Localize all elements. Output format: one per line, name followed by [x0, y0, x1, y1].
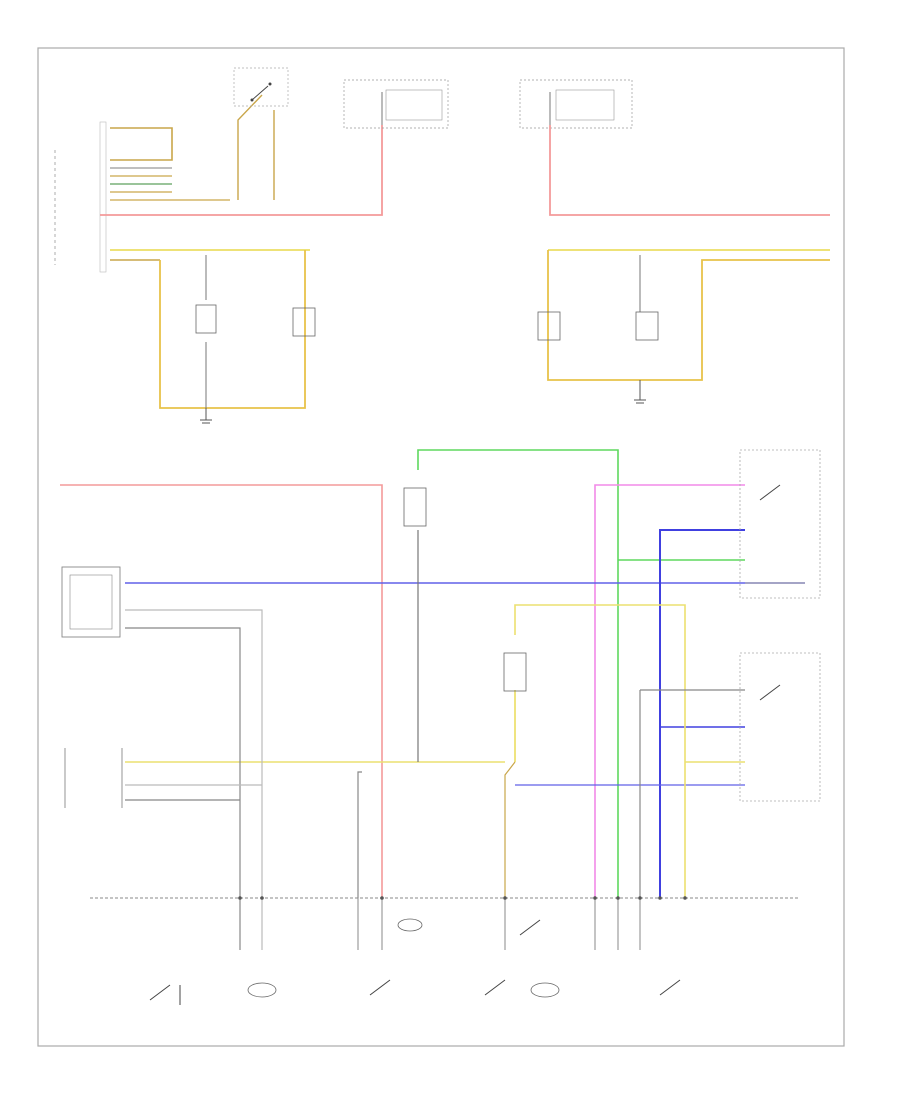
ground-symbol-icon	[634, 380, 646, 404]
wire-red-top-left	[100, 125, 383, 216]
left-switch-box-lower	[64, 748, 123, 808]
center-lamp-box	[403, 487, 427, 527]
fuse-box-right	[519, 79, 633, 129]
bottom-switch-4	[519, 919, 541, 936]
left-switch-box-upper	[61, 566, 121, 638]
diagram-border	[37, 47, 845, 1047]
connector-pin-icon	[238, 896, 687, 900]
wire-yellow	[125, 604, 745, 898]
switch-symbol-icon	[233, 67, 289, 107]
right-switch-box-lower	[739, 652, 821, 802]
wire-red-top-right	[549, 125, 830, 216]
lamp-symbol-icon	[530, 982, 560, 998]
bottom-switch-1	[149, 984, 181, 1005]
bottom-switch-5	[659, 979, 681, 996]
wire-group-upper-left	[110, 94, 275, 201]
lamp-symbol-icon	[397, 918, 423, 932]
center-lower-lamp-box	[503, 652, 527, 692]
right-lamp-circuit	[537, 249, 830, 381]
wire-pink	[594, 484, 745, 898]
wire-green	[417, 449, 745, 898]
ground-symbol-icon	[200, 408, 212, 424]
bottom-switch-3	[484, 979, 506, 996]
right-switch-box-upper	[739, 449, 821, 599]
left-module-connector	[54, 121, 107, 273]
wire-blue	[125, 529, 805, 898]
fuse-box-left	[343, 79, 449, 129]
wire-red-main	[60, 484, 383, 898]
bottom-switch-2	[369, 979, 391, 996]
bottom-drops	[357, 898, 641, 950]
wire-gray	[125, 530, 805, 950]
left-lamp-circuit	[110, 249, 316, 409]
lamp-symbol-icon	[247, 982, 277, 998]
